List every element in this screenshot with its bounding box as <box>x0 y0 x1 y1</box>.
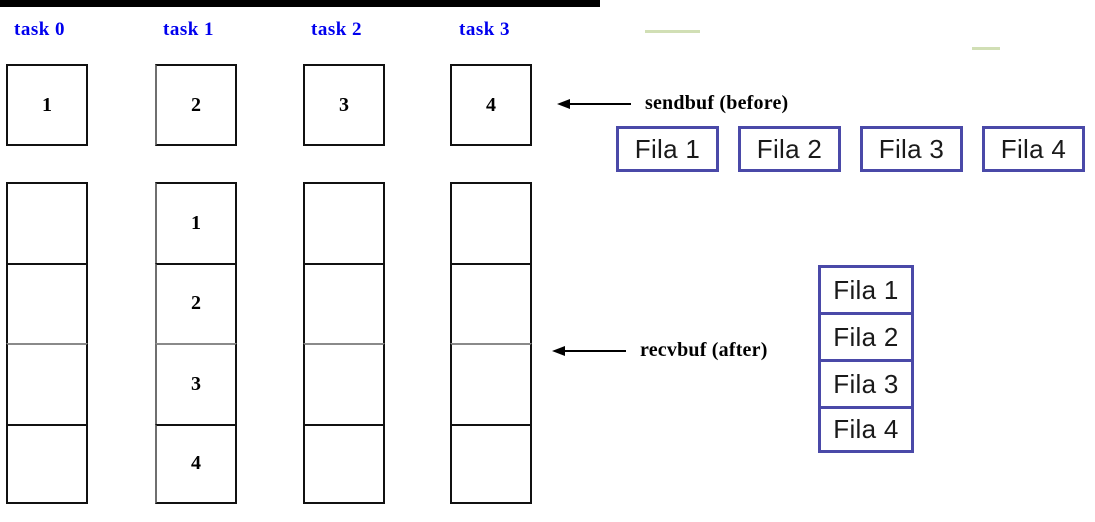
sendbuf-cell-task-0: 1 <box>6 64 88 146</box>
recvbuf-cell: 1 <box>155 182 237 263</box>
recvbuf-cell <box>450 343 532 424</box>
recvbuf-cell <box>6 423 88 504</box>
fila-box-row-4: Fila 4 <box>982 126 1085 172</box>
fila-box-row-1: Fila 1 <box>616 126 719 172</box>
recvbuf-label: recvbuf (after) <box>640 339 768 361</box>
sendbuf-cell-task-1: 2 <box>155 64 237 146</box>
recvbuf-cell <box>450 423 532 504</box>
top-black-band <box>0 0 1095 7</box>
column-header-task-2: task 2 <box>311 19 363 40</box>
scan-artifact-speck <box>972 47 1000 50</box>
scan-artifact-blob <box>960 0 1012 16</box>
column-header-task-1: task 1 <box>163 19 215 40</box>
arrow-left-icon <box>552 345 626 357</box>
recvbuf-column-task-3 <box>450 182 532 504</box>
recvbuf-column-task-2 <box>303 182 385 504</box>
recvbuf-cell: 2 <box>155 262 237 343</box>
recvbuf-cell <box>303 423 385 504</box>
recvbuf-cell <box>6 262 88 343</box>
recvbuf-cell <box>6 182 88 263</box>
recvbuf-cell: 4 <box>155 423 237 504</box>
recvbuf-cell: 3 <box>155 343 237 424</box>
recvbuf-cell <box>450 262 532 343</box>
sendbuf-annotation: sendbuf (before) <box>557 92 788 115</box>
fila-box-row-2: Fila 2 <box>738 126 841 172</box>
fila-box-stack-3: Fila 3 <box>818 359 914 406</box>
column-header-task-0: task 0 <box>14 19 66 40</box>
fila-stack: Fila 1 Fila 2 Fila 3 Fila 4 <box>818 265 914 453</box>
sendbuf-cell-task-2: 3 <box>303 64 385 146</box>
recvbuf-cell <box>303 182 385 263</box>
fila-box-stack-2: Fila 2 <box>818 312 914 359</box>
scan-artifact-blob <box>1008 0 1095 14</box>
fila-box-row-3: Fila 3 <box>860 126 963 172</box>
scan-artifact-blob <box>660 0 960 30</box>
sendbuf-cell-task-3: 4 <box>450 64 532 146</box>
fila-box-stack-4: Fila 4 <box>818 406 914 453</box>
recvbuf-annotation: recvbuf (after) <box>552 339 768 362</box>
sendbuf-label: sendbuf (before) <box>645 92 789 114</box>
fila-box-stack-1: Fila 1 <box>818 265 914 312</box>
column-header-task-3: task 3 <box>459 19 511 40</box>
recvbuf-cell <box>303 343 385 424</box>
recvbuf-column-task-0 <box>6 182 88 504</box>
recvbuf-column-task-1: 1 2 3 4 <box>155 182 237 504</box>
arrow-left-icon <box>557 98 631 110</box>
recvbuf-cell <box>6 343 88 424</box>
scan-artifact-speck <box>645 30 700 33</box>
recvbuf-cell <box>450 182 532 263</box>
recvbuf-cell <box>303 262 385 343</box>
scan-artifact-blob <box>600 0 640 11</box>
